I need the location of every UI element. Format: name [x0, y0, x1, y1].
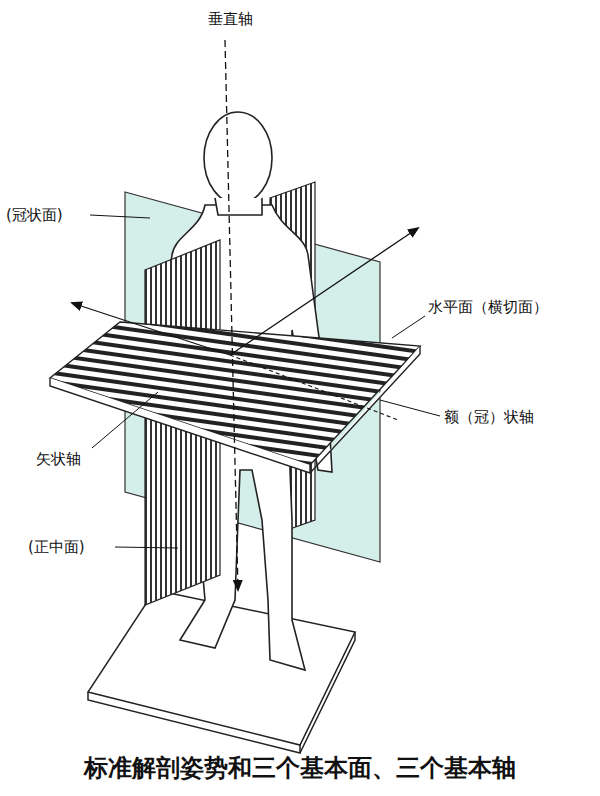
plane-label: 水平面（横切面） — [428, 298, 548, 316]
figure-caption: 标准解剖姿势和三个基本面、三个基本轴 — [0, 752, 600, 784]
axis-label: 额（冠）状轴 — [444, 408, 534, 426]
axis-label: 垂直轴 — [208, 10, 253, 28]
plane-label: (正中面) — [28, 538, 85, 556]
plane-label: (冠状面) — [6, 206, 63, 224]
axis-label: 矢状轴 — [36, 450, 81, 468]
